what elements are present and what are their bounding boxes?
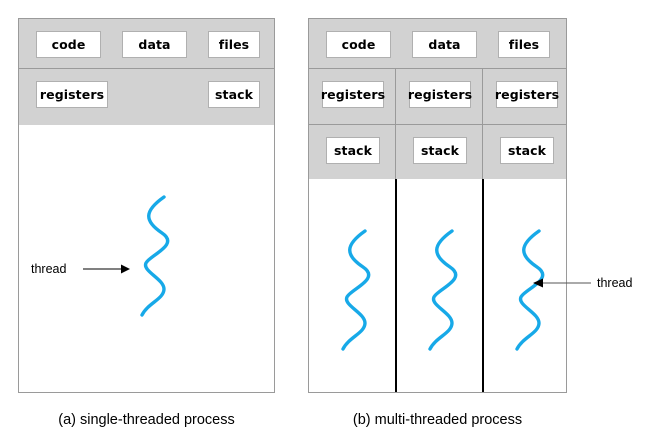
multi-row-divider-2 xyxy=(309,124,566,125)
thread-annotation-label-right: thread xyxy=(597,276,633,290)
multi-row-divider-1 xyxy=(309,68,566,69)
memcell-stack: stack xyxy=(208,81,260,108)
memcell-stack-1: stack xyxy=(326,137,380,164)
memcell-data: data xyxy=(122,31,187,58)
multi-col-divider-gray-1 xyxy=(395,68,396,179)
single-row-divider xyxy=(19,68,274,69)
single-threaded-process-panel: code data files registers stack thread xyxy=(18,18,275,393)
multi-col-divider-1 xyxy=(395,179,397,392)
thread-annotation-label-left: thread xyxy=(31,262,67,276)
thread-squiggle-3 xyxy=(511,229,547,351)
memcell-registers: registers xyxy=(36,81,108,108)
memcell-code: code xyxy=(36,31,101,58)
multi-threaded-process-panel: code data files registers registers regi… xyxy=(308,18,567,393)
multi-col-divider-gray-2 xyxy=(482,68,483,179)
memcell-registers-1: registers xyxy=(321,81,385,108)
thread-squiggle-1 xyxy=(136,195,172,317)
memcell-registers-2: registers xyxy=(408,81,472,108)
thread-squiggle-2 xyxy=(424,229,460,351)
memcell-registers-3: registers xyxy=(495,81,559,108)
caption-single-threaded: (a) single-threaded process xyxy=(58,412,235,428)
multi-col-divider-2 xyxy=(482,179,484,392)
memcell-code: code xyxy=(326,31,391,58)
thread-annotation-arrow-right xyxy=(533,277,591,289)
memcell-files: files xyxy=(498,31,550,58)
memcell-data: data xyxy=(412,31,477,58)
memcell-files: files xyxy=(208,31,260,58)
caption-multi-threaded: (b) multi-threaded process xyxy=(352,412,523,428)
memcell-stack-3: stack xyxy=(500,137,554,164)
thread-annotation-arrow-left xyxy=(83,263,131,275)
memcell-stack-2: stack xyxy=(413,137,467,164)
thread-squiggle-1 xyxy=(337,229,373,351)
